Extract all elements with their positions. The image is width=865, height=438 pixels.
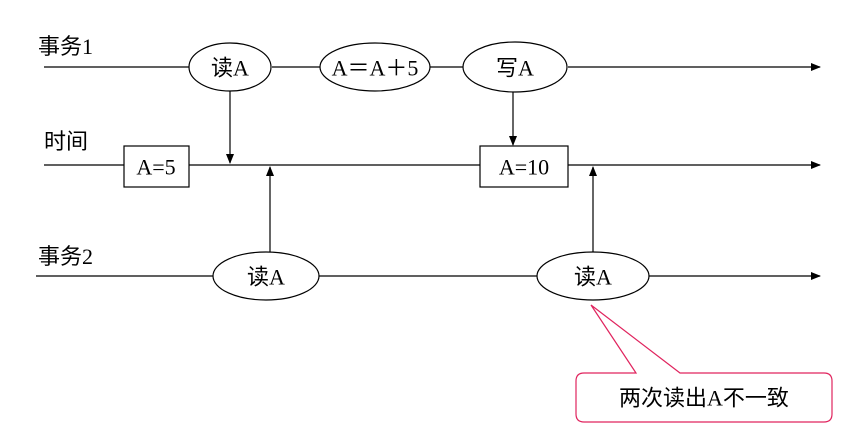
callout-bubble [575, 304, 833, 423]
svg-text:A＝A＋5: A＝A＋5 [332, 56, 419, 81]
svg-text:A=10: A=10 [499, 155, 549, 180]
inconsistency-callout: 两次读出A不一致 [575, 304, 833, 423]
callout-text: 两次读出A不一致 [619, 386, 789, 411]
t1-write-node: 写A [462, 41, 568, 93]
t2-read-node-1: 读A [212, 251, 320, 301]
t1-compute-node: A＝A＋5 [319, 42, 431, 92]
svg-text:A=5: A=5 [136, 155, 175, 180]
time-value-box-2: A=10 [479, 145, 569, 188]
svg-text:写A: 写A [496, 56, 534, 81]
lane-label-transaction2: 事务2 [38, 244, 93, 269]
time-value-box-1: A=5 [123, 145, 190, 188]
lane-label-transaction1: 事务1 [38, 34, 93, 59]
t1-read-node: 读A [188, 42, 272, 92]
lane-label-time: 时间 [44, 129, 88, 154]
svg-text:读A: 读A [211, 56, 249, 81]
svg-text:读A: 读A [574, 265, 612, 290]
t2-read-node-2: 读A [536, 251, 650, 301]
svg-text:读A: 读A [247, 265, 285, 290]
